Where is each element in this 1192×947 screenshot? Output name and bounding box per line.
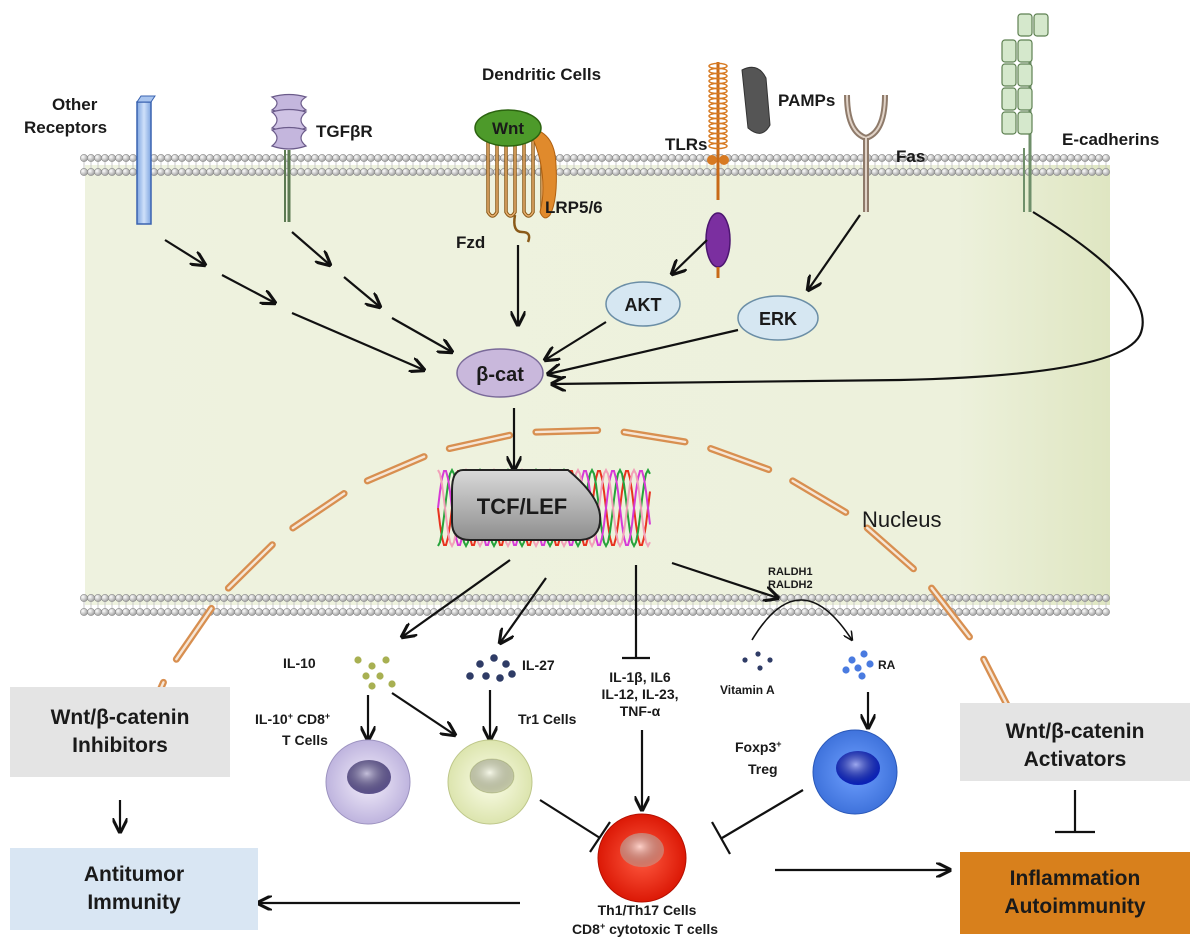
- il27-label: IL-27: [522, 657, 555, 673]
- fzd-label: Fzd: [456, 233, 485, 252]
- svg-text:Inflammation: Inflammation: [1010, 867, 1141, 890]
- erk-node: [737, 295, 819, 341]
- tlrs-label: TLRs: [665, 135, 708, 154]
- ra-molecules: [842, 650, 874, 680]
- cell-membrane-bottom: [80, 594, 1110, 616]
- fas-label: Fas: [896, 147, 925, 166]
- svg-text:Immunity: Immunity: [87, 891, 181, 914]
- effector-cells-label-1: Th1/Th17 Cells: [598, 902, 697, 918]
- tgfbr-label: TGFβR: [316, 122, 373, 141]
- cytokines-label-3: TNF-α: [620, 703, 661, 719]
- lrp-label: LRP5/6: [545, 198, 603, 217]
- wnt-label: Wnt: [492, 119, 524, 138]
- beta-catenin-label: β-cat: [476, 364, 524, 386]
- tcf-lef-label: TCF/LEF: [477, 494, 567, 519]
- svg-text:Autoimmunity: Autoimmunity: [1004, 895, 1145, 918]
- svg-text:Wnt/β-catenin: Wnt/β-catenin: [1006, 720, 1145, 743]
- tgfbr-receptor: [270, 93, 308, 222]
- nucleus-label: Nucleus: [862, 507, 941, 532]
- transcription-arrows: [402, 559, 778, 660]
- il10-cd8-label-2: T Cells: [282, 732, 328, 748]
- ecadherin-receptor: [1001, 13, 1049, 212]
- fas-receptor: [844, 94, 888, 212]
- antitumor-immunity-box: Antitumor Immunity: [10, 848, 258, 930]
- other-receptors-label: Other: [52, 95, 98, 114]
- raldh-conversion-arrow: [751, 599, 852, 640]
- lrp-co-receptor: [526, 127, 557, 219]
- raldh1-label: RALDH1: [768, 566, 813, 578]
- tr1-cells-label: Tr1 Cells: [518, 711, 577, 727]
- cytokines-label-1: IL-1β, IL6: [609, 669, 671, 685]
- tlr-receptor: [705, 62, 731, 278]
- raldh2-label: RALDH2: [768, 579, 813, 591]
- vitamin-a-molecules: [742, 651, 773, 671]
- tr1-cell: [447, 739, 533, 825]
- other-receptors-label-2: Receptors: [24, 118, 107, 137]
- akt-node: [605, 281, 681, 327]
- frizzled-receptor: [486, 136, 544, 243]
- signal-arrows-cytoplasm: [164, 211, 1144, 470]
- effector-cells-label-2: CD8+ cytotoxic T cells: [572, 921, 718, 937]
- svg-text:Wnt/β-catenin: Wnt/β-catenin: [51, 706, 190, 729]
- vitamin-a-label: Vitamin A: [720, 683, 775, 697]
- wnt-inhibitors-box: Wnt/β-catenin Inhibitors: [10, 687, 230, 777]
- pamps-shape: [741, 66, 771, 134]
- il10-cd8-label: IL-10+ CD8+: [255, 711, 330, 727]
- cytokines-label-2: IL-12, IL-23,: [601, 686, 678, 702]
- cytoplasm-area: [85, 165, 1110, 605]
- il10-cd8-t-cell: [325, 739, 411, 825]
- svg-text:Activators: Activators: [1024, 748, 1127, 771]
- pamps-label: PAMPs: [778, 91, 835, 110]
- dendritic-cells-label: Dendritic Cells: [482, 65, 601, 84]
- cell-membrane-top: [80, 154, 1110, 176]
- wnt-activators-box: Wnt/β-catenin Activators: [960, 703, 1190, 781]
- foxp3-label: Foxp3+: [735, 739, 782, 755]
- ra-label: RA: [878, 658, 896, 672]
- il10-molecules: [354, 656, 396, 690]
- ecadherins-label: E-cadherins: [1062, 130, 1159, 149]
- inhibition-lines: [539, 789, 1095, 855]
- il10-label: IL-10: [283, 655, 316, 671]
- erk-label: ERK: [759, 309, 797, 329]
- inflammation-autoimmunity-box: Inflammation Autoimmunity: [960, 852, 1190, 934]
- il27-molecules: [466, 654, 516, 682]
- beta-catenin-node: [456, 348, 544, 398]
- wnt-ligand: [474, 109, 542, 147]
- foxp3-treg-cell: [812, 729, 898, 815]
- svg-text:Antitumor: Antitumor: [84, 863, 184, 886]
- svg-text:Inhibitors: Inhibitors: [72, 734, 168, 757]
- cell-arrows: [120, 690, 950, 903]
- treg-label: Treg: [748, 761, 778, 777]
- effector-t-cell: [597, 813, 687, 903]
- other-receptor: [136, 95, 156, 225]
- tcf-lef-factor: [451, 469, 602, 541]
- akt-label: AKT: [625, 295, 662, 315]
